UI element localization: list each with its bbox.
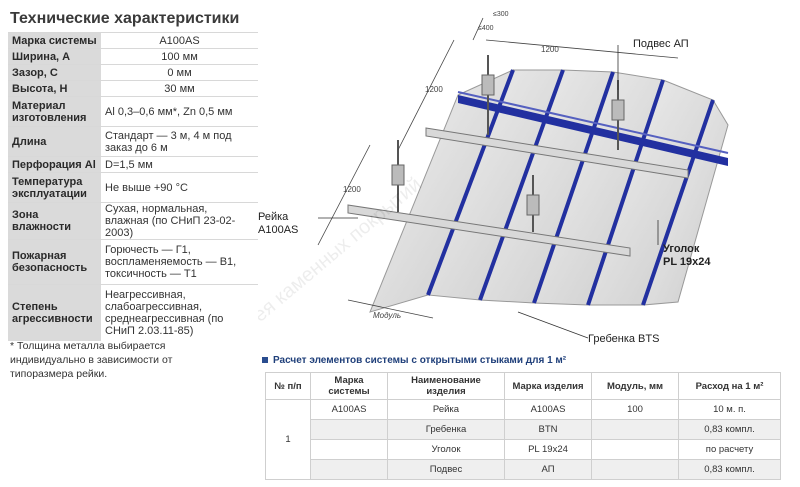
bullet-icon [262, 357, 268, 364]
calc-row: Гребенка BTN 0,83 компл. [266, 419, 781, 440]
profile-edges [426, 69, 715, 306]
calc-cell: 0,83 компл. [678, 419, 781, 440]
calc-cell [310, 459, 388, 480]
calc-cell: Гребенка [387, 419, 505, 440]
spec-value: 30 мм [101, 80, 258, 97]
calc-cell: Уголок [387, 439, 505, 460]
dimension-lines [317, 17, 679, 319]
spec-value: Неагрессивная, слабоагрессивная, среднеа… [101, 284, 258, 341]
dim-400-label: ≤400 [478, 25, 494, 32]
spec-key: Степень агрессивности [8, 284, 101, 341]
calc-cell: A100AS [504, 399, 592, 420]
callout-lines [318, 45, 659, 339]
calc-header: Наименование изделия [387, 372, 505, 400]
calc-cell: 100 [591, 399, 679, 420]
calc-cell [310, 439, 388, 460]
calc-cell [310, 419, 388, 440]
spec-key: Длина [8, 126, 101, 157]
reika-mark-label: A100AS [258, 224, 298, 236]
spec-key: Пожарная безопасность [8, 239, 101, 285]
calc-cell: Рейка [387, 399, 505, 420]
calc-cell: BTN [504, 419, 592, 440]
reika-label: Рейка [258, 211, 289, 223]
spec-key: Высота, Н [8, 80, 101, 97]
spec-key: Перфорация Al [8, 156, 101, 173]
ugolok-label: Уголок [663, 243, 700, 255]
spec-value: 100 мм [101, 48, 258, 65]
spec-value: 0 мм [101, 64, 258, 81]
calc-cell [591, 439, 679, 460]
calc-header: № п/п [265, 372, 311, 400]
spec-value: Сухая, нормальная, влажная (по СНиП 23-0… [101, 202, 258, 240]
calc-cell: PL 19х24 [504, 439, 592, 460]
spec-key: Зона влажности [8, 202, 101, 240]
spec-key: Ширина, А [8, 48, 101, 65]
spec-value: D=1,5 мм [101, 156, 258, 173]
spec-value: Горючесть — Г1, воспламеняемость — В1, т… [101, 239, 258, 285]
spec-value: Al 0,3–0,6 мм*, Zn 0,5 мм [101, 96, 258, 127]
footnote: * Толщина металла выбирается индивидуаль… [10, 340, 173, 380]
spec-key: Материал изготовления [8, 96, 101, 127]
calc-cell [591, 419, 679, 440]
spec-key: Зазор, С [8, 64, 101, 81]
podves-label: Подвес АП [633, 38, 689, 50]
calc-cell: A100AS [310, 399, 388, 420]
dim-300-label: ≤300 [493, 11, 509, 18]
spec-key: Марка системы [8, 32, 101, 49]
calc-row: 1 A100AS Рейка A100AS 100 10 м. п. [265, 399, 781, 480]
calc-cell: Подвес [387, 459, 505, 480]
calc-title-text: Расчет элементов системы с открытыми сты… [273, 355, 567, 366]
dim-1200-top-label: 1200 [541, 45, 559, 54]
calc-header: Модуль, мм [591, 372, 679, 400]
calc-row: Подвес АП 0,83 компл. [266, 459, 781, 480]
calc-cell: 0,83 компл. [678, 459, 781, 480]
calc-header: Расход на 1 м² [678, 372, 781, 400]
spec-key: Температура эксплуатации [8, 172, 101, 203]
calc-header: Марка изделия [504, 372, 592, 400]
calc-header: Марка системы [310, 372, 388, 400]
hanger-clips [391, 74, 625, 216]
ugolok-size-label: PL 19х24 [663, 256, 711, 268]
spec-value: A100AS [101, 32, 258, 49]
spec-value: Не выше +90 °С [101, 172, 258, 203]
calc-cell: 1 [265, 399, 311, 480]
calc-cell [591, 459, 679, 480]
dim-1200-mid-label: 1200 [425, 85, 443, 94]
grebenka-label: Гребенка BTS [588, 333, 659, 345]
calc-row: Уголок PL 19х24 по расчету [266, 439, 781, 460]
calc-cell: 10 м. п. [678, 399, 781, 420]
wall-angle [457, 91, 729, 166]
calc-title: Расчет элементов системы с открытыми сты… [262, 355, 566, 366]
dim-1200-low-label: 1200 [343, 185, 361, 194]
calc-cell: по расчету [678, 439, 781, 460]
page-title: Технические характеристики [10, 10, 240, 27]
spec-value: Стандарт — 3 м, 4 м под заказ до 6 м [101, 126, 258, 157]
calc-cell: АП [504, 459, 592, 480]
carrier-combs [347, 127, 689, 257]
calc-table: № п/п Марка системы Наименование изделия… [265, 372, 781, 480]
modul-label: Модуль [373, 311, 401, 320]
ceiling-diagram: ≤400 ≤300 1200 1200 1200 Модуль Подвес А… [258, 11, 729, 352]
calc-header-row: № п/п Марка системы Наименование изделия… [265, 372, 781, 400]
